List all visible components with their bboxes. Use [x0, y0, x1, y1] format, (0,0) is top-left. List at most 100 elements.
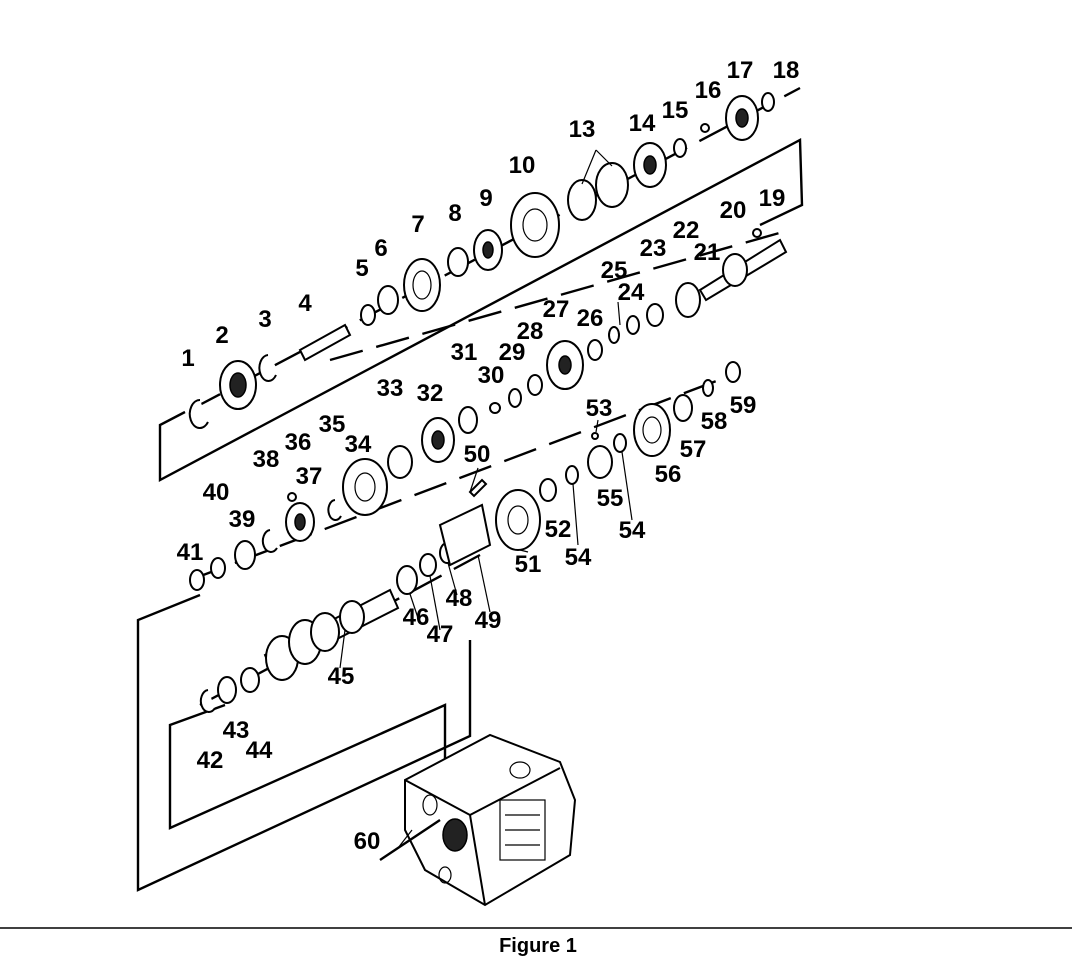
lower-shaft-parts: [199, 361, 741, 713]
callout-29: 29: [499, 339, 526, 366]
ring-24: [626, 315, 640, 335]
callout-6: 6: [374, 235, 387, 262]
callout-54-upper: 54: [619, 517, 646, 544]
callout-14: 14: [629, 110, 656, 137]
callout-56: 56: [655, 461, 682, 488]
callout-35: 35: [319, 411, 346, 438]
callout-42: 42: [197, 747, 224, 774]
upper-shaft-parts: [188, 92, 775, 429]
nut-41: [189, 569, 205, 591]
callout-54-lower: 54: [565, 544, 592, 571]
ball-30: [489, 402, 501, 414]
gear-21: [722, 253, 748, 287]
callout-25: 25: [601, 257, 628, 284]
ring-57: [673, 394, 693, 422]
callout-59: 59: [730, 392, 757, 419]
callout-27: 27: [543, 296, 570, 323]
callout-52: 52: [545, 516, 572, 543]
callout-23: 23: [640, 235, 667, 262]
gear-51: [495, 489, 541, 551]
callout-49: 49: [475, 607, 502, 634]
bushing-26: [587, 339, 603, 361]
callout-28: 28: [517, 318, 544, 345]
ring-3: [258, 354, 277, 382]
bolt-50: [468, 478, 488, 498]
washer-29: [508, 388, 522, 408]
key-16: [700, 123, 710, 133]
ring-25: [608, 326, 620, 344]
bushing-31: [458, 406, 478, 434]
callout-31: 31: [451, 339, 478, 366]
shaft-4: [298, 323, 352, 362]
callout-48: 48: [446, 585, 473, 612]
callout-50: 50: [464, 441, 491, 468]
gear-10: [510, 192, 560, 258]
callout-3: 3: [258, 306, 271, 333]
ring-42: [199, 689, 216, 713]
ring-23: [646, 303, 664, 327]
callout-16: 16: [695, 77, 722, 104]
callout-34: 34: [345, 431, 372, 458]
bushing-8: [447, 247, 469, 277]
callout-45: 45: [328, 663, 355, 690]
gear-7: [403, 258, 441, 312]
callout-2: 2: [215, 322, 228, 349]
callout-53: 53: [586, 395, 613, 422]
callout-44: 44: [246, 737, 273, 764]
figure-caption: Figure 1: [499, 935, 577, 957]
callout-15: 15: [662, 97, 689, 124]
callout-7: 7: [411, 211, 424, 238]
callout-36: 36: [285, 429, 312, 456]
callout-20: 20: [720, 197, 747, 224]
ball-19: [752, 228, 762, 238]
transmission-case-60: [379, 733, 577, 907]
key-53: [591, 432, 599, 440]
callout-43: 43: [223, 717, 250, 744]
gear-55: [587, 445, 613, 479]
callout-32: 32: [417, 380, 444, 407]
leader-lines: [339, 149, 633, 849]
callout-46: 46: [403, 604, 430, 631]
ring-38: [261, 529, 278, 553]
callout-4: 4: [298, 290, 312, 317]
ring-15: [673, 138, 687, 158]
callout-58: 58: [701, 408, 728, 435]
callout-labels: 1 2 3 4 5 6 7 8 9 10 13 14 15 16 17 18 1…: [177, 57, 800, 855]
callout-22: 22: [673, 217, 700, 244]
callout-37: 37: [296, 463, 323, 490]
ring-6: [377, 285, 399, 315]
callout-13: 13: [569, 116, 596, 143]
callout-41: 41: [177, 539, 204, 566]
callout-26: 26: [577, 305, 604, 332]
callout-24: 24: [618, 279, 645, 306]
callout-33: 33: [377, 375, 404, 402]
ring-33: [387, 445, 413, 479]
washer-40: [210, 557, 226, 579]
nut-59: [725, 361, 741, 383]
washer-22: [675, 282, 701, 318]
callout-10: 10: [509, 152, 536, 179]
callout-51: 51: [515, 551, 542, 578]
key-36: [287, 492, 297, 502]
callout-5: 5: [355, 255, 368, 282]
washer-39: [234, 540, 256, 570]
plate-49: [438, 503, 492, 567]
ring-54a: [565, 465, 579, 485]
bearing-43: [217, 676, 237, 704]
ring-47: [419, 553, 437, 577]
callout-21: 21: [694, 239, 721, 266]
synchro-13b: [595, 162, 629, 208]
callout-55: 55: [597, 485, 624, 512]
callout-30: 30: [478, 362, 505, 389]
synchro-34: [342, 458, 388, 516]
ring-18: [761, 92, 775, 112]
assembly-frames: [136, 138, 804, 892]
callout-57: 57: [680, 436, 707, 463]
gear-56: [633, 403, 671, 457]
snap-ring-1: [188, 398, 209, 429]
middle-shaft-parts: [189, 228, 788, 591]
callout-60: 60: [354, 828, 381, 855]
washer-58: [702, 379, 714, 397]
callout-17: 17: [727, 57, 754, 84]
